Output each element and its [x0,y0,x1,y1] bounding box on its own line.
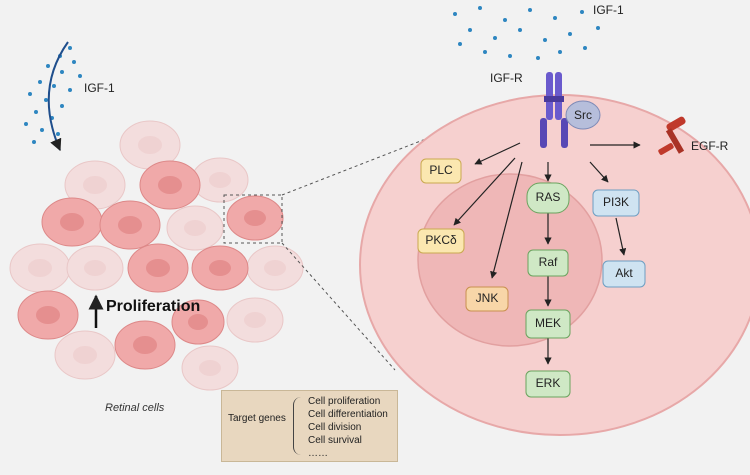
src-node [565,100,601,130]
retinal-cell-cluster [9,120,304,391]
target-item: Cell proliferation [308,396,381,407]
node-jnk-label: JNK [476,291,499,305]
target-genes-box: Target genes Cell proliferation Cell dif… [221,390,398,462]
node-plc: PLC [420,158,462,184]
ligand-flow-arrow [47,41,69,152]
target-genes-list: Cell proliferation Cell differentiation … [308,395,388,460]
zoom-box [223,194,283,244]
egf-receptor [658,116,686,155]
node-akt-label: Akt [615,266,633,280]
node-ras-label: RAS [536,190,561,204]
node-pkcd: PKCδ [417,228,465,254]
target-item: Cell differentiation [308,409,388,420]
node-jnk: JNK [465,286,509,312]
retinal-cells-label: Retinal cells [105,402,165,414]
target-item: …… [308,448,328,459]
node-raf: Raf [527,249,569,277]
node-pi3k-label: PI3K [603,195,629,209]
node-pi3k: PI3K [592,189,640,217]
proliferation-label: Proliferation [106,298,201,315]
signal-arrows [453,141,641,365]
node-plc-label: PLC [429,163,453,177]
node-mek: MEK [525,309,571,339]
target-brace [293,397,302,455]
target-item: Cell division [308,422,362,433]
node-akt: Akt [602,260,646,288]
egfr-label: EGF-R [691,139,729,153]
src-label: Src [574,108,592,122]
node-erk: ERK [525,370,571,398]
node-ras: RAS [526,182,570,214]
node-raf-label: Raf [539,255,558,269]
igf1-top-label: IGF-1 [593,3,624,17]
node-pkcd-label: PKCδ [425,233,457,247]
node-mek-label: MEK [535,316,561,330]
igf-receptor [540,72,568,148]
nucleus [417,173,603,347]
igf1-left-label: IGF-1 [84,81,115,95]
igfr-label: IGF-R [490,71,523,85]
node-erk-label: ERK [536,376,561,390]
target-item: Cell survival [308,435,362,446]
ligand-dots-top [453,6,600,60]
target-genes-label: Target genes [228,413,286,424]
projection-line-bottom [281,242,396,371]
